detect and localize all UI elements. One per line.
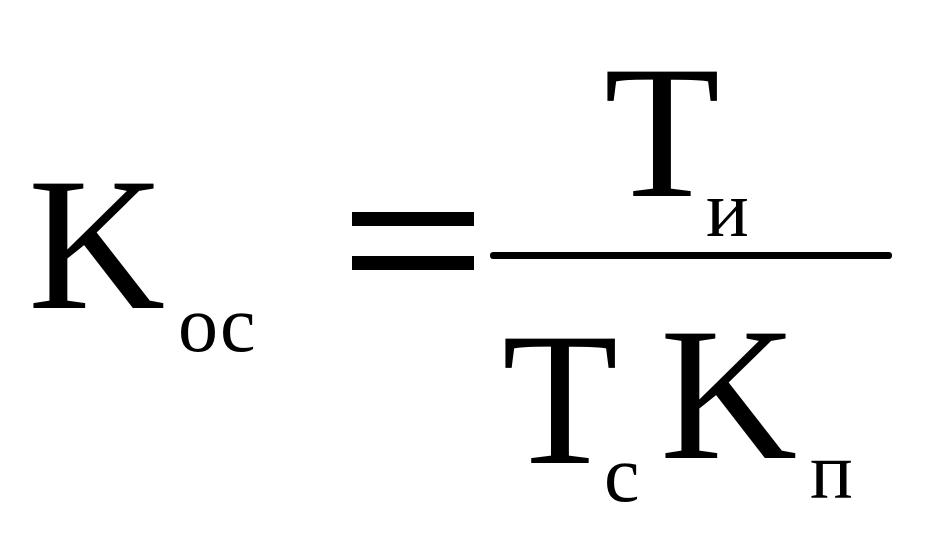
lhs-subscript: ос: [178, 281, 256, 369]
numerator-symbol: T: [604, 28, 721, 238]
equals-bar-top: [352, 212, 474, 226]
numerator-subscript: и: [706, 166, 749, 254]
denominator-symbol-2: K: [660, 290, 798, 500]
denominator-symbol-1: T: [502, 295, 619, 505]
denominator-subscript-1: с: [604, 431, 640, 519]
lhs-symbol: K: [28, 140, 166, 350]
denominator-subscript-2: п: [810, 428, 853, 516]
fraction-line: [490, 252, 892, 259]
equals-sign: [352, 200, 474, 280]
equals-bar-bottom: [352, 256, 474, 270]
